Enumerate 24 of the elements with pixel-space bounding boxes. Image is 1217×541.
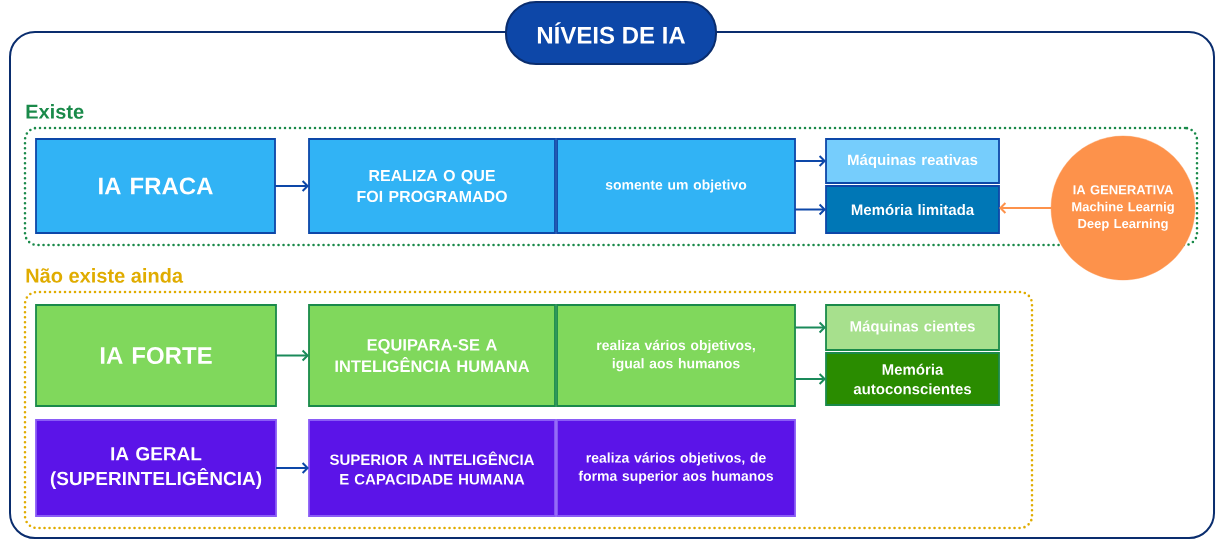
description-box: somente um objetivo — [556, 138, 796, 234]
level-box: IA FORTE — [35, 304, 277, 407]
type-box: Memória autoconscientes — [825, 352, 1000, 406]
description-box: EQUIPARA-SE A INTELIGÊNCIA HUMANA — [308, 304, 556, 407]
type-box: Máquinas reativas — [825, 138, 1000, 184]
type-box: Máquinas cientes — [825, 304, 1000, 351]
level-box: IA FRACA — [35, 138, 276, 234]
level-box: IA GERAL (SUPERINTELIGÊNCIA) — [35, 419, 277, 517]
description-box: SUPERIOR A INTELIGÊNCIA E CAPACIDADE HUMANA — [308, 419, 556, 517]
arrow — [794, 321, 826, 334]
title-pill: NÍVEIS DE IA — [505, 1, 717, 65]
description-box: realiza vários objetivos, de forma superior aos humanos — [556, 419, 796, 517]
arrow — [794, 203, 826, 216]
type-box: Memória limitada — [825, 185, 1000, 234]
arrow — [274, 180, 309, 192]
node-label: Existe — [26, 104, 84, 119]
description-box: realiza vários objetivos, igual aos humanos — [556, 304, 796, 407]
arrow — [999, 202, 1052, 214]
description-box: REALIZA O QUE FOI PROGRAMADO — [308, 138, 556, 234]
arrow — [794, 373, 826, 385]
node-label: Não existe ainda — [26, 268, 184, 283]
arrow — [275, 462, 309, 474]
arrow — [794, 155, 826, 167]
arrow — [275, 349, 309, 362]
